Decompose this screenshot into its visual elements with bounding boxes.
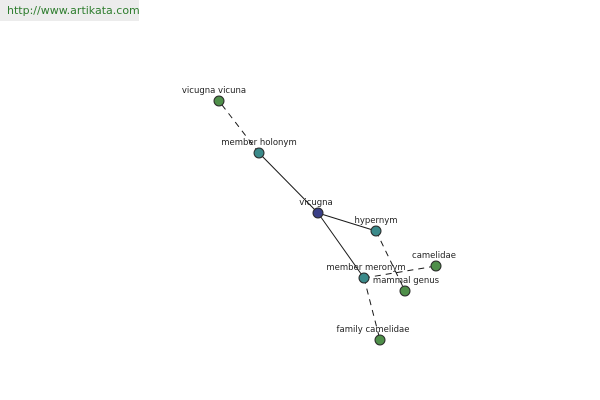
site-url-link[interactable]: http://www.artikata.com bbox=[0, 0, 140, 21]
edge-member-meronym-to-camelidae bbox=[363, 265, 437, 279]
node-mammal-genus[interactable] bbox=[399, 285, 411, 297]
label-vicugna[interactable]: vicugna bbox=[299, 198, 332, 208]
node-hypernym[interactable] bbox=[370, 225, 382, 237]
edge-hypernym-to-mammal-genus bbox=[375, 230, 406, 292]
label-vicugna-vicuna[interactable]: vicugna vicuna bbox=[182, 86, 246, 96]
label-mammal-genus[interactable]: mammal genus bbox=[373, 276, 440, 286]
node-member-holonym[interactable] bbox=[253, 147, 265, 159]
label-member-meronym[interactable]: member meronym bbox=[326, 263, 405, 273]
label-camelidae[interactable]: camelidae bbox=[412, 251, 456, 261]
edge-vicugna-to-member-meronym bbox=[317, 212, 365, 279]
node-family-camelidae[interactable] bbox=[374, 334, 386, 346]
label-hypernym[interactable]: hypernym bbox=[354, 216, 397, 226]
label-family-camelidae[interactable]: family camelidae bbox=[337, 325, 410, 335]
edge-vicugna-to-hypernym bbox=[317, 212, 377, 232]
edge-vicugna-to-member-holonym bbox=[258, 152, 319, 214]
graph-edges bbox=[218, 100, 437, 341]
node-member-meronym[interactable] bbox=[358, 272, 370, 284]
label-member-holonym[interactable]: member holonym bbox=[221, 138, 296, 148]
graph-labels: vicugna member holonym hypernym member mero… bbox=[182, 86, 456, 335]
node-vicugna-vicuna[interactable] bbox=[213, 95, 225, 107]
graph-nodes bbox=[213, 95, 442, 346]
node-vicugna[interactable] bbox=[312, 207, 324, 219]
node-camelidae[interactable] bbox=[430, 260, 442, 272]
